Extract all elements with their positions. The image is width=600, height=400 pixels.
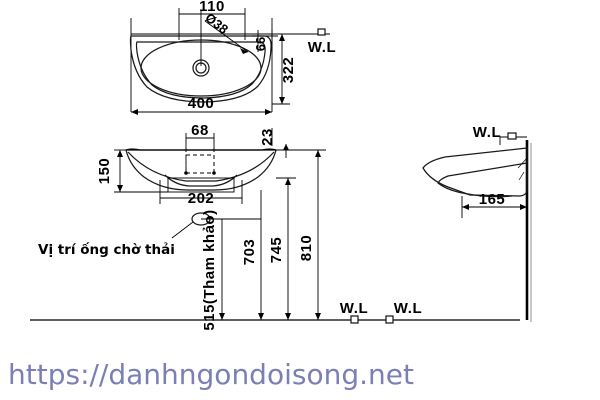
wl-top-label: W.L: [308, 39, 336, 56]
tap-area-dashed-box: [185, 154, 215, 174]
wl-bottom-right-valve-symbol: [385, 315, 394, 324]
dim-23-group: 23: [259, 128, 276, 146]
dim-400-arrow-left: [131, 109, 138, 115]
top-view-group: 110 Ø38 66 322: [129, 0, 336, 115]
dim-322-arrow-bottom: [279, 97, 285, 104]
dim-400-label: 400: [188, 95, 215, 112]
dim-150-arrow-bottom: [117, 185, 123, 192]
water-line-marker-side: W.L: [473, 124, 527, 145]
front-pedestal-box: [167, 177, 235, 193]
dim-703-arrow: [258, 313, 264, 320]
side-basin-bottom-curve: [467, 193, 513, 198]
wl-bottom-left-group: W.L: [340, 300, 368, 324]
water-line-marker-top: W.L: [290, 28, 336, 56]
dim-810-label: 810: [298, 235, 315, 262]
wl-top-valve-symbol: [317, 28, 326, 36]
dim-diameter38-arrow: [240, 48, 248, 54]
dim-202-label: 202: [188, 190, 215, 207]
dim-322-arrow-top: [279, 34, 285, 41]
dim-110-label: 110: [199, 0, 225, 15]
dim-810-arrow-bottom: [315, 313, 321, 320]
waste-pipe-note-label: Vị trí ống chờ thải: [38, 241, 175, 258]
dim-322-group: 322: [280, 57, 297, 84]
waste-pipe-leader: [171, 221, 194, 239]
dim-23-label: 23: [259, 128, 276, 146]
dim-150-group: 150: [96, 158, 113, 185]
dim-150-arrow-top: [117, 150, 123, 157]
dim-66-group: 66: [253, 37, 268, 51]
dim-703-label: 703: [241, 239, 258, 266]
wl-bottom-left-valve-symbol: [350, 315, 359, 324]
side-basin-detail-a: [517, 157, 528, 169]
watermark-url: https://danhngondoisong.net: [8, 358, 414, 391]
wl-bottom-right-label: W.L: [394, 300, 422, 317]
dim-diameter38-leader: [204, 20, 249, 53]
dim-745-arrow-bottom: [285, 313, 291, 320]
dim-745-arrow-top: [285, 178, 291, 185]
wl-bottom-left-label: W.L: [340, 300, 368, 317]
dim-165-label: 165: [479, 191, 506, 208]
basin-outer-outline: [129, 35, 272, 103]
dim-703-group: 703: [241, 239, 258, 266]
dim-745-label: 745: [268, 237, 285, 264]
dim-515-label: 515(Tham khảo): [201, 209, 218, 330]
dim-322-label: 322: [280, 57, 297, 84]
dim-66-label: 66: [253, 37, 268, 51]
dim-515-arrow: [219, 313, 225, 320]
dim-810-group: 810: [298, 235, 315, 262]
side-basin-detail-b: [518, 171, 525, 181]
vertical-dimension-stack: 515(Tham khảo) 703 745 810: [30, 149, 520, 331]
front-view-group: 68 23 150 202: [96, 122, 292, 207]
side-view-group: W.L 165: [422, 124, 532, 322]
dim-515-group: 515(Tham khảo): [201, 209, 218, 330]
wl-side-label: W.L: [473, 124, 501, 141]
dim-165-arrow-left: [462, 204, 469, 210]
wl-side-valve-symbol: [507, 132, 517, 140]
dim-150-label: 150: [96, 158, 113, 185]
front-basin-underside: [164, 174, 238, 187]
dim-400-arrow-right: [265, 109, 272, 115]
tap-hole-left-point: [184, 171, 188, 175]
dim-745-group: 745: [268, 237, 285, 264]
side-basin-inner-line: [437, 162, 528, 195]
basin-inner-rim: [135, 41, 266, 99]
dim-68-label: 68: [191, 122, 209, 139]
wl-bottom-right-group: W.L: [385, 300, 422, 324]
side-basin-outline: [422, 147, 528, 197]
waste-pipe-annotation: Vị trí ống chờ thải: [38, 212, 261, 258]
dim-165-arrow-right: [520, 204, 527, 210]
front-basin-inner-curve: [127, 151, 275, 182]
dim-23-arrow-top: [283, 144, 289, 150]
dim-810-arrow-top: [315, 150, 321, 157]
tap-hole-right-point: [212, 171, 216, 175]
water-line-markers-bottom: W.L W.L: [340, 300, 422, 324]
